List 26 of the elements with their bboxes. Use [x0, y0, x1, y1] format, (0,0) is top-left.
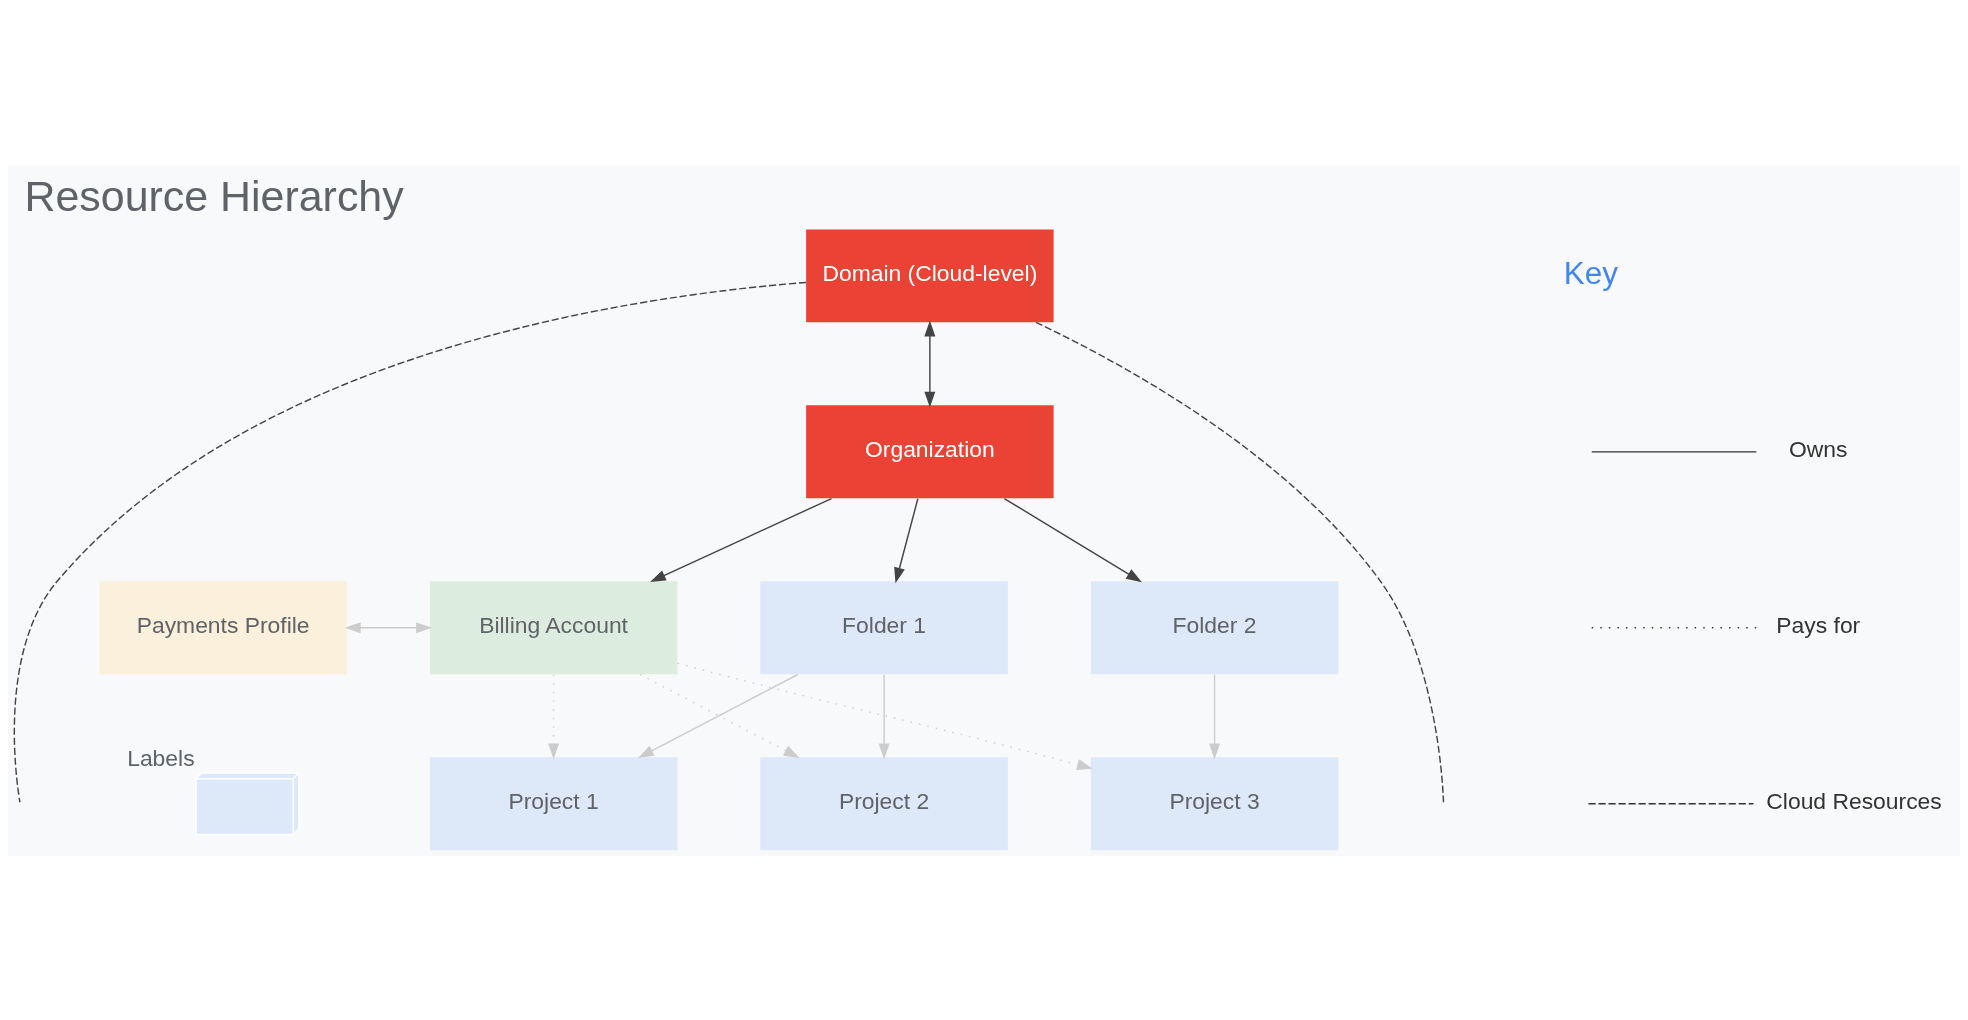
arrow: [1003, 497, 1142, 582]
node-label: Labels: [127, 744, 195, 771]
node-box: Payments Profile: [99, 580, 347, 674]
legend-label: Cloud Resources: [1766, 787, 1942, 814]
arrow: [894, 497, 919, 583]
node-box: Folder 2: [1090, 580, 1339, 674]
connector: [13, 281, 807, 803]
arrow: [344, 621, 432, 633]
arrow: [878, 673, 890, 759]
node-box: Organization: [806, 404, 1054, 498]
node-box: Project 3: [1090, 756, 1339, 850]
node-box: Domain (Cloud-level): [806, 228, 1054, 322]
arrow: [1209, 673, 1221, 759]
node-box: Project 2: [760, 756, 1008, 850]
connector: [1035, 321, 1445, 803]
label: Key: [1563, 255, 1618, 291]
arrow: [924, 320, 936, 407]
node-box: Billing Account: [429, 580, 678, 674]
legend-label: Pays for: [1776, 611, 1861, 638]
arrow: [676, 662, 1093, 770]
legend-label: Owns: [1789, 435, 1848, 462]
diagram-title: Resource Hierarchy: [24, 171, 404, 220]
arrow: [548, 673, 560, 759]
node-box: Folder 1: [760, 580, 1008, 674]
arrow: [650, 497, 833, 582]
node-box: Project 1: [429, 756, 678, 850]
